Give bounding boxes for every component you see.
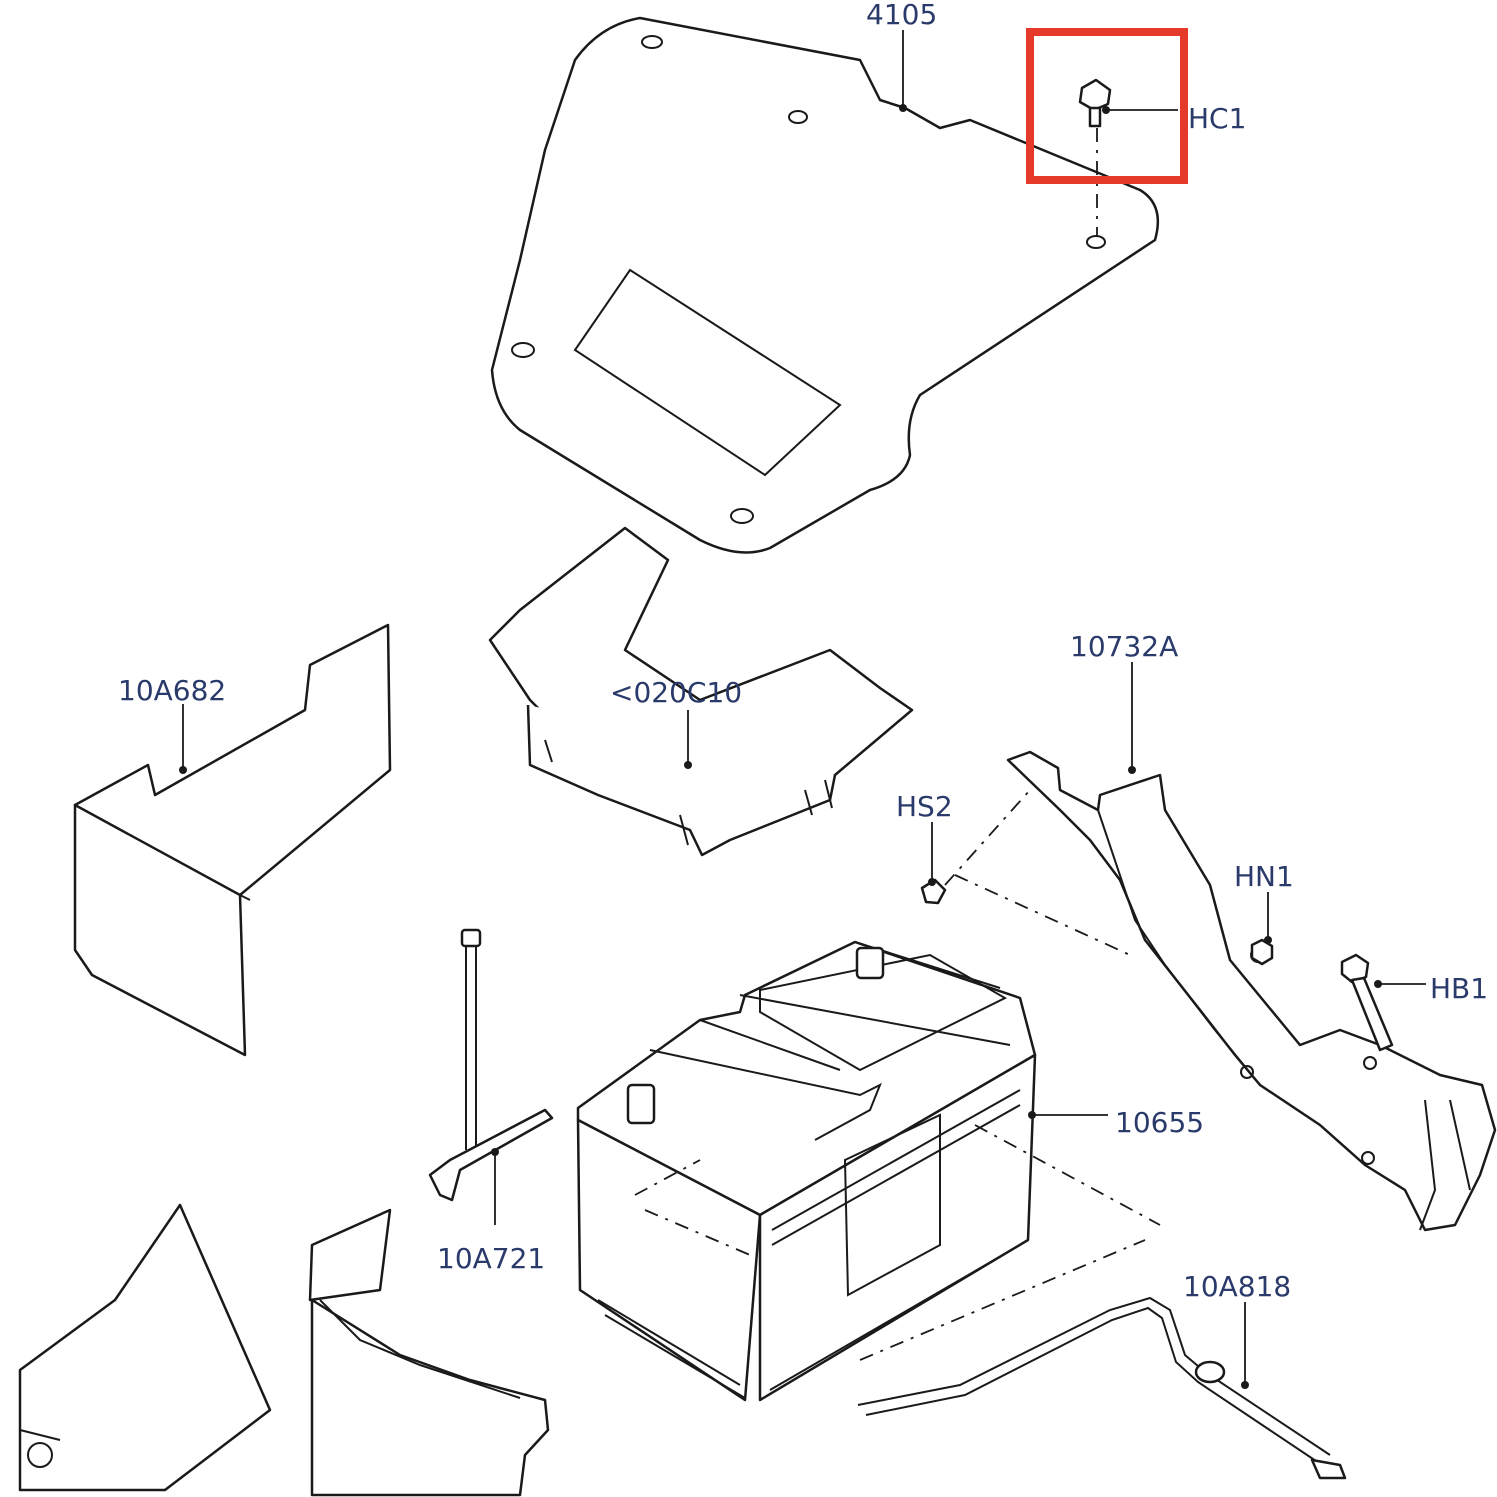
callout-4105: 4105	[866, 0, 937, 31]
callout-hc1: HC1	[1188, 102, 1246, 135]
bracket-020c10[interactable]	[488, 526, 914, 857]
callout-10a721: 10A721	[437, 1242, 545, 1275]
battery-10655[interactable]	[576, 940, 1037, 1402]
nut-hn1[interactable]	[1250, 938, 1274, 966]
vent-tube-10a818[interactable]	[857, 1296, 1347, 1480]
hold-down-rod-10a721[interactable]	[428, 928, 554, 1202]
push-clip-hc1[interactable]	[1078, 78, 1112, 128]
callout-10a818: 10A818	[1183, 1270, 1291, 1303]
battery-cover-4105[interactable]	[490, 16, 1160, 554]
tray-bracket-10732a[interactable]	[1006, 750, 1497, 1232]
lower-left-panel	[18, 1203, 272, 1492]
callout-10655: 10655	[1115, 1106, 1204, 1139]
callout-hs2: HS2	[896, 790, 953, 823]
callout-hb1: HB1	[1430, 972, 1488, 1005]
highlight-box-hc1	[1026, 28, 1188, 184]
callout-hn1: HN1	[1234, 860, 1294, 893]
callout-10732a: 10732A	[1070, 630, 1178, 663]
callout-020c10: <020C10	[610, 676, 742, 709]
side-panel-10a682[interactable]	[73, 623, 392, 1057]
bolt-hb1[interactable]	[1340, 953, 1394, 1052]
lower-mid-panel	[308, 1208, 550, 1497]
callout-10a682: 10A682	[118, 674, 226, 707]
